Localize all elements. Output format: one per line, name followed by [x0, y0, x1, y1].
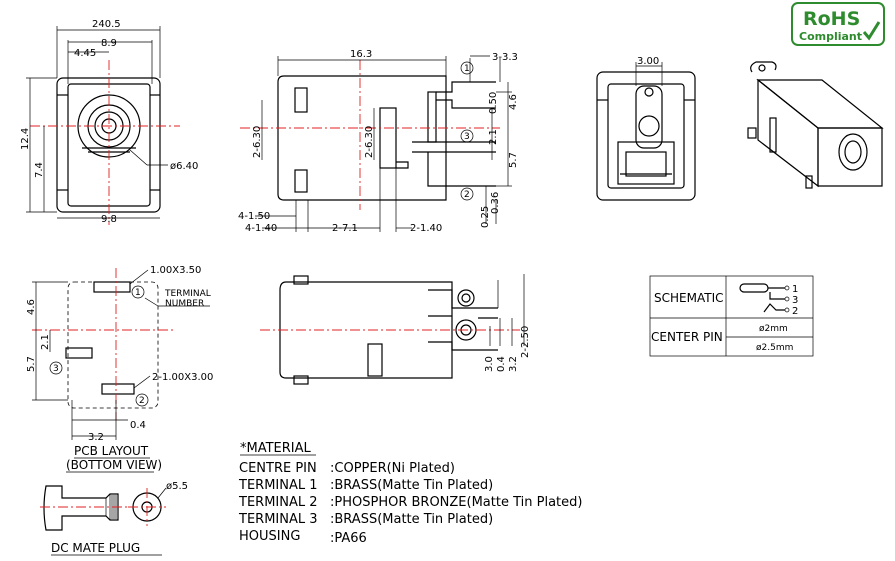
material-name-terminal-2: TERMINAL 2 — [238, 495, 318, 510]
rohs-badge: RoHS Compliant — [791, 2, 885, 46]
schematic-pin-1: 1 — [792, 284, 798, 295]
plug-diameter: ø5.5 — [166, 481, 188, 492]
dc-mate-plug: ø5.5 DC MATE PLUG — [40, 481, 188, 556]
dim-terminal-offset: 0.50 — [488, 92, 499, 114]
dim-terminal-width: 3.00 — [637, 56, 659, 67]
dim-pad-2-3: 2-1.00X3.00 — [152, 372, 213, 383]
dim-post-width: 4-1.50 — [238, 211, 270, 222]
material-name-terminal-3: TERMINAL 3 — [238, 512, 318, 527]
material-value-housing: :PA66 — [330, 531, 367, 546]
rohs-subtitle: Compliant — [799, 30, 862, 43]
schematic-label: SCHEMATIC — [654, 291, 723, 305]
dim-pin-thickness-b: 0.36 — [490, 192, 501, 214]
dim-height: 12.4 — [20, 128, 31, 150]
dim-post-pitch: 2-7.1 — [332, 223, 358, 234]
dim-pcb-upper: 4.6 — [26, 299, 37, 315]
bottom-view: 3.0 0.4 3.2 2-2.50 — [260, 274, 531, 385]
material-value-terminal-1: :BRASS(Matte Tin Plated) — [330, 478, 493, 493]
terminal-marker-2: 2 — [464, 190, 470, 200]
center-pin-label: CENTER PIN — [651, 330, 723, 344]
dim-pcb-mid: 2.1 — [40, 334, 51, 350]
pcb-terminal-1: 1 — [135, 288, 141, 298]
check-icon — [862, 21, 881, 41]
dim-bottom-3-0: 3.0 — [484, 356, 495, 372]
dim-width-inner: 8.9 — [101, 38, 117, 49]
dim-mid-gap: 2.1 — [488, 129, 499, 145]
side-view: 16.3 3-3.3 0.50 4.6 2.1 5.7 0.25 0.36 2-… — [238, 49, 519, 234]
terminal-number-label-2: NUMBER — [165, 299, 204, 309]
dim-terminal-pitch: 3-3.3 — [492, 52, 518, 63]
dim-pad-1: 1.00X3.50 — [150, 265, 201, 276]
dim-length: 16.3 — [350, 49, 372, 60]
material-name-terminal-1: TERMINAL 1 — [238, 478, 318, 493]
pcb-terminal-2: 2 — [139, 396, 145, 406]
material-title: *MATERIAL — [240, 441, 312, 456]
material-value-centre-pin: :COPPER(Ni Plated) — [330, 461, 455, 476]
material-list: *MATERIAL CENTRE PIN :COPPER(Ni Plated) … — [238, 441, 582, 546]
material-value-terminal-2: :PHOSPHOR BRONZE(Matte Tin Plated) — [330, 495, 582, 510]
pcb-layout-title: PCB LAYOUT — [74, 444, 149, 458]
material-name-housing: HOUSING — [239, 529, 300, 544]
dim-pcb-offset: 3.2 — [88, 432, 104, 443]
terminal-marker-1: 1 — [464, 64, 470, 74]
material-value-terminal-3: :BRASS(Matte Tin Plated) — [330, 512, 493, 527]
pcb-layout-subtitle: (BOTTOM VIEW) — [66, 458, 162, 472]
dim-center-height: 7.4 — [34, 162, 45, 178]
dim-post-thickness: 4-1.40 — [245, 223, 277, 234]
front-view: 240.5 8.9 4.45 12.4 7.4 9.8 ø6.40 — [20, 19, 198, 225]
dim-half-width: 4.45 — [74, 48, 96, 59]
top-view: 3.00 — [596, 56, 696, 201]
dim-post-spacing-left: 2-6.30 — [252, 126, 263, 158]
dim-pin-thickness-a: 0.25 — [480, 206, 491, 228]
dim-width-overall: 240.5 — [92, 19, 121, 30]
dim-bottom-2-50: 2-2.50 — [520, 326, 531, 358]
dim-hole-diameter: ø6.40 — [170, 161, 198, 172]
pcb-terminal-3: 3 — [53, 364, 59, 374]
material-name-centre-pin: CENTRE PIN — [239, 461, 317, 476]
dim-upper-height: 4.6 — [508, 94, 519, 110]
dim-bottom-3-2: 3.2 — [508, 356, 519, 372]
terminal-number-label-1: TERMINAL — [164, 289, 211, 299]
dim-post-spacing-mid: 2-6.30 — [364, 126, 375, 158]
dim-bottom-0-4: 0.4 — [496, 356, 507, 372]
perspective-view — [747, 61, 884, 189]
center-pin-option-2-5mm: ø2.5mm — [756, 343, 793, 353]
dim-base-width: 9.8 — [101, 214, 117, 225]
rohs-title: RoHS — [803, 8, 860, 30]
dim-lower-height: 5.7 — [508, 152, 519, 168]
dim-post-thickness-right: 2-1.40 — [410, 223, 442, 234]
dim-pcb-gap: 0.4 — [130, 420, 146, 431]
schematic-table: SCHEMATIC CENTER PIN 1 3 2 ø2mm ø2.5mm — [649, 275, 814, 357]
center-pin-option-2mm: ø2mm — [759, 324, 788, 334]
schematic-pin-2: 2 — [792, 306, 798, 317]
plug-title: DC MATE PLUG — [51, 541, 140, 555]
dim-pcb-lower: 5.7 — [26, 356, 37, 372]
schematic-pin-3: 3 — [792, 295, 798, 306]
pcb-layout: 1.00X3.50 2-1.00X3.00 4.6 2.1 5.7 3.2 0.… — [26, 265, 213, 473]
terminal-marker-3: 3 — [464, 132, 470, 142]
